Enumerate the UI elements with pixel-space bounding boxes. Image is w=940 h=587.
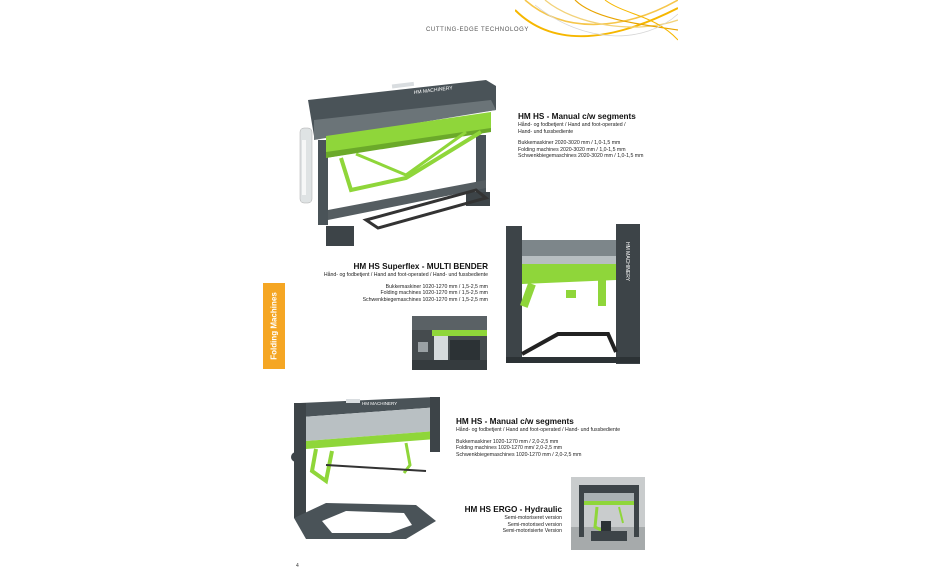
product-title: HM HS - Manual c/w segments — [518, 112, 636, 121]
product-photo-hm-hs-ergo — [571, 477, 645, 550]
product-photo-hm-hs-compact: HM MACHINERY — [291, 397, 440, 539]
product-photo-superflex: HM MACHINERY — [506, 224, 640, 364]
product-subtitle-line: Hånd- og fodbetjent / Hand and foot-oper… — [456, 427, 621, 433]
product-block-hm-hs-ergo: HM HS ERGO - Hydraulic Semi-motoriseret … — [440, 505, 562, 535]
product-subtitle-line: Hånd- og fodbetjent / Hand and foot-oper… — [518, 122, 626, 128]
product-spec-line: Schwenkbiegemaschines 1020-1270 mm / 2,0… — [456, 451, 582, 458]
page-number: 4 — [296, 563, 299, 569]
machine-brand-label-2: HM MACHINERY — [624, 242, 630, 282]
product-spec-line: Schwenkbiegemaschines 1020-1270 mm / 1,5… — [362, 296, 488, 303]
machine-brand-label-1: HM MACHINERY — [414, 85, 454, 96]
product-photo-hm-hs-large: HM MACHINERY — [299, 80, 496, 246]
machine-brand-label-3: HM MACHINERY — [362, 401, 397, 406]
product-subtitle-line: Hand- und fussbediente — [518, 128, 574, 135]
product-detail-photo-superflex — [412, 316, 487, 370]
product-spec-line: Bukkemaskiner 1020-1270 mm / 1,5-2,5 mm — [385, 283, 488, 290]
product-spec-line: Semi-motorised version — [507, 521, 563, 528]
product-spec-line: Schwenkbiegemaschines 2020-3020 mm / 1,0… — [518, 153, 644, 160]
section-tab-label: Folding Machines — [269, 292, 279, 360]
product-spec-line: Bukkemaskiner 1020-1270 mm / 2,0-2,5 mm — [456, 438, 559, 445]
product-title: HM HS ERGO - Hydraulic — [464, 505, 562, 514]
product-block-hm-hs-compact: HM HS - Manual c/w segments Hånd- og fod… — [456, 417, 666, 458]
product-spec-line: Folding machines 1020-1270 mm/ 2,0-2,5 m… — [456, 445, 563, 452]
product-title: HM HS - Manual c/w segments — [456, 417, 574, 426]
header-tagline: CUTTING-EDGE TECHNOLOGY — [426, 27, 530, 33]
section-tab: Folding Machines — [263, 283, 285, 369]
product-title: HM HS Superflex - MULTI BENDER — [353, 262, 489, 271]
product-spec-line: Semi-motoriseret version — [504, 515, 562, 521]
product-spec-line: Bukkemaskiner 2020-3020 mm / 1,0-1,5 mm — [518, 140, 621, 147]
swirl-decoration — [515, 0, 678, 41]
product-block-hm-hs-large: HM HS - Manual c/w segments Hånd- og fod… — [518, 112, 678, 160]
product-spec-line: Folding machines 2020-3020 mm / 1,0-1,5 … — [518, 146, 626, 153]
product-block-superflex: HM HS Superflex - MULTI BENDER Hånd- og … — [292, 262, 488, 303]
product-subtitle-line: Hånd- og fodbetjent / Hand and foot-oper… — [323, 272, 488, 278]
product-spec-line: Semi-motorisierte Version — [502, 528, 562, 535]
product-spec-line: Folding machines 1020-1270 mm / 1,5-2,5 … — [380, 290, 488, 297]
